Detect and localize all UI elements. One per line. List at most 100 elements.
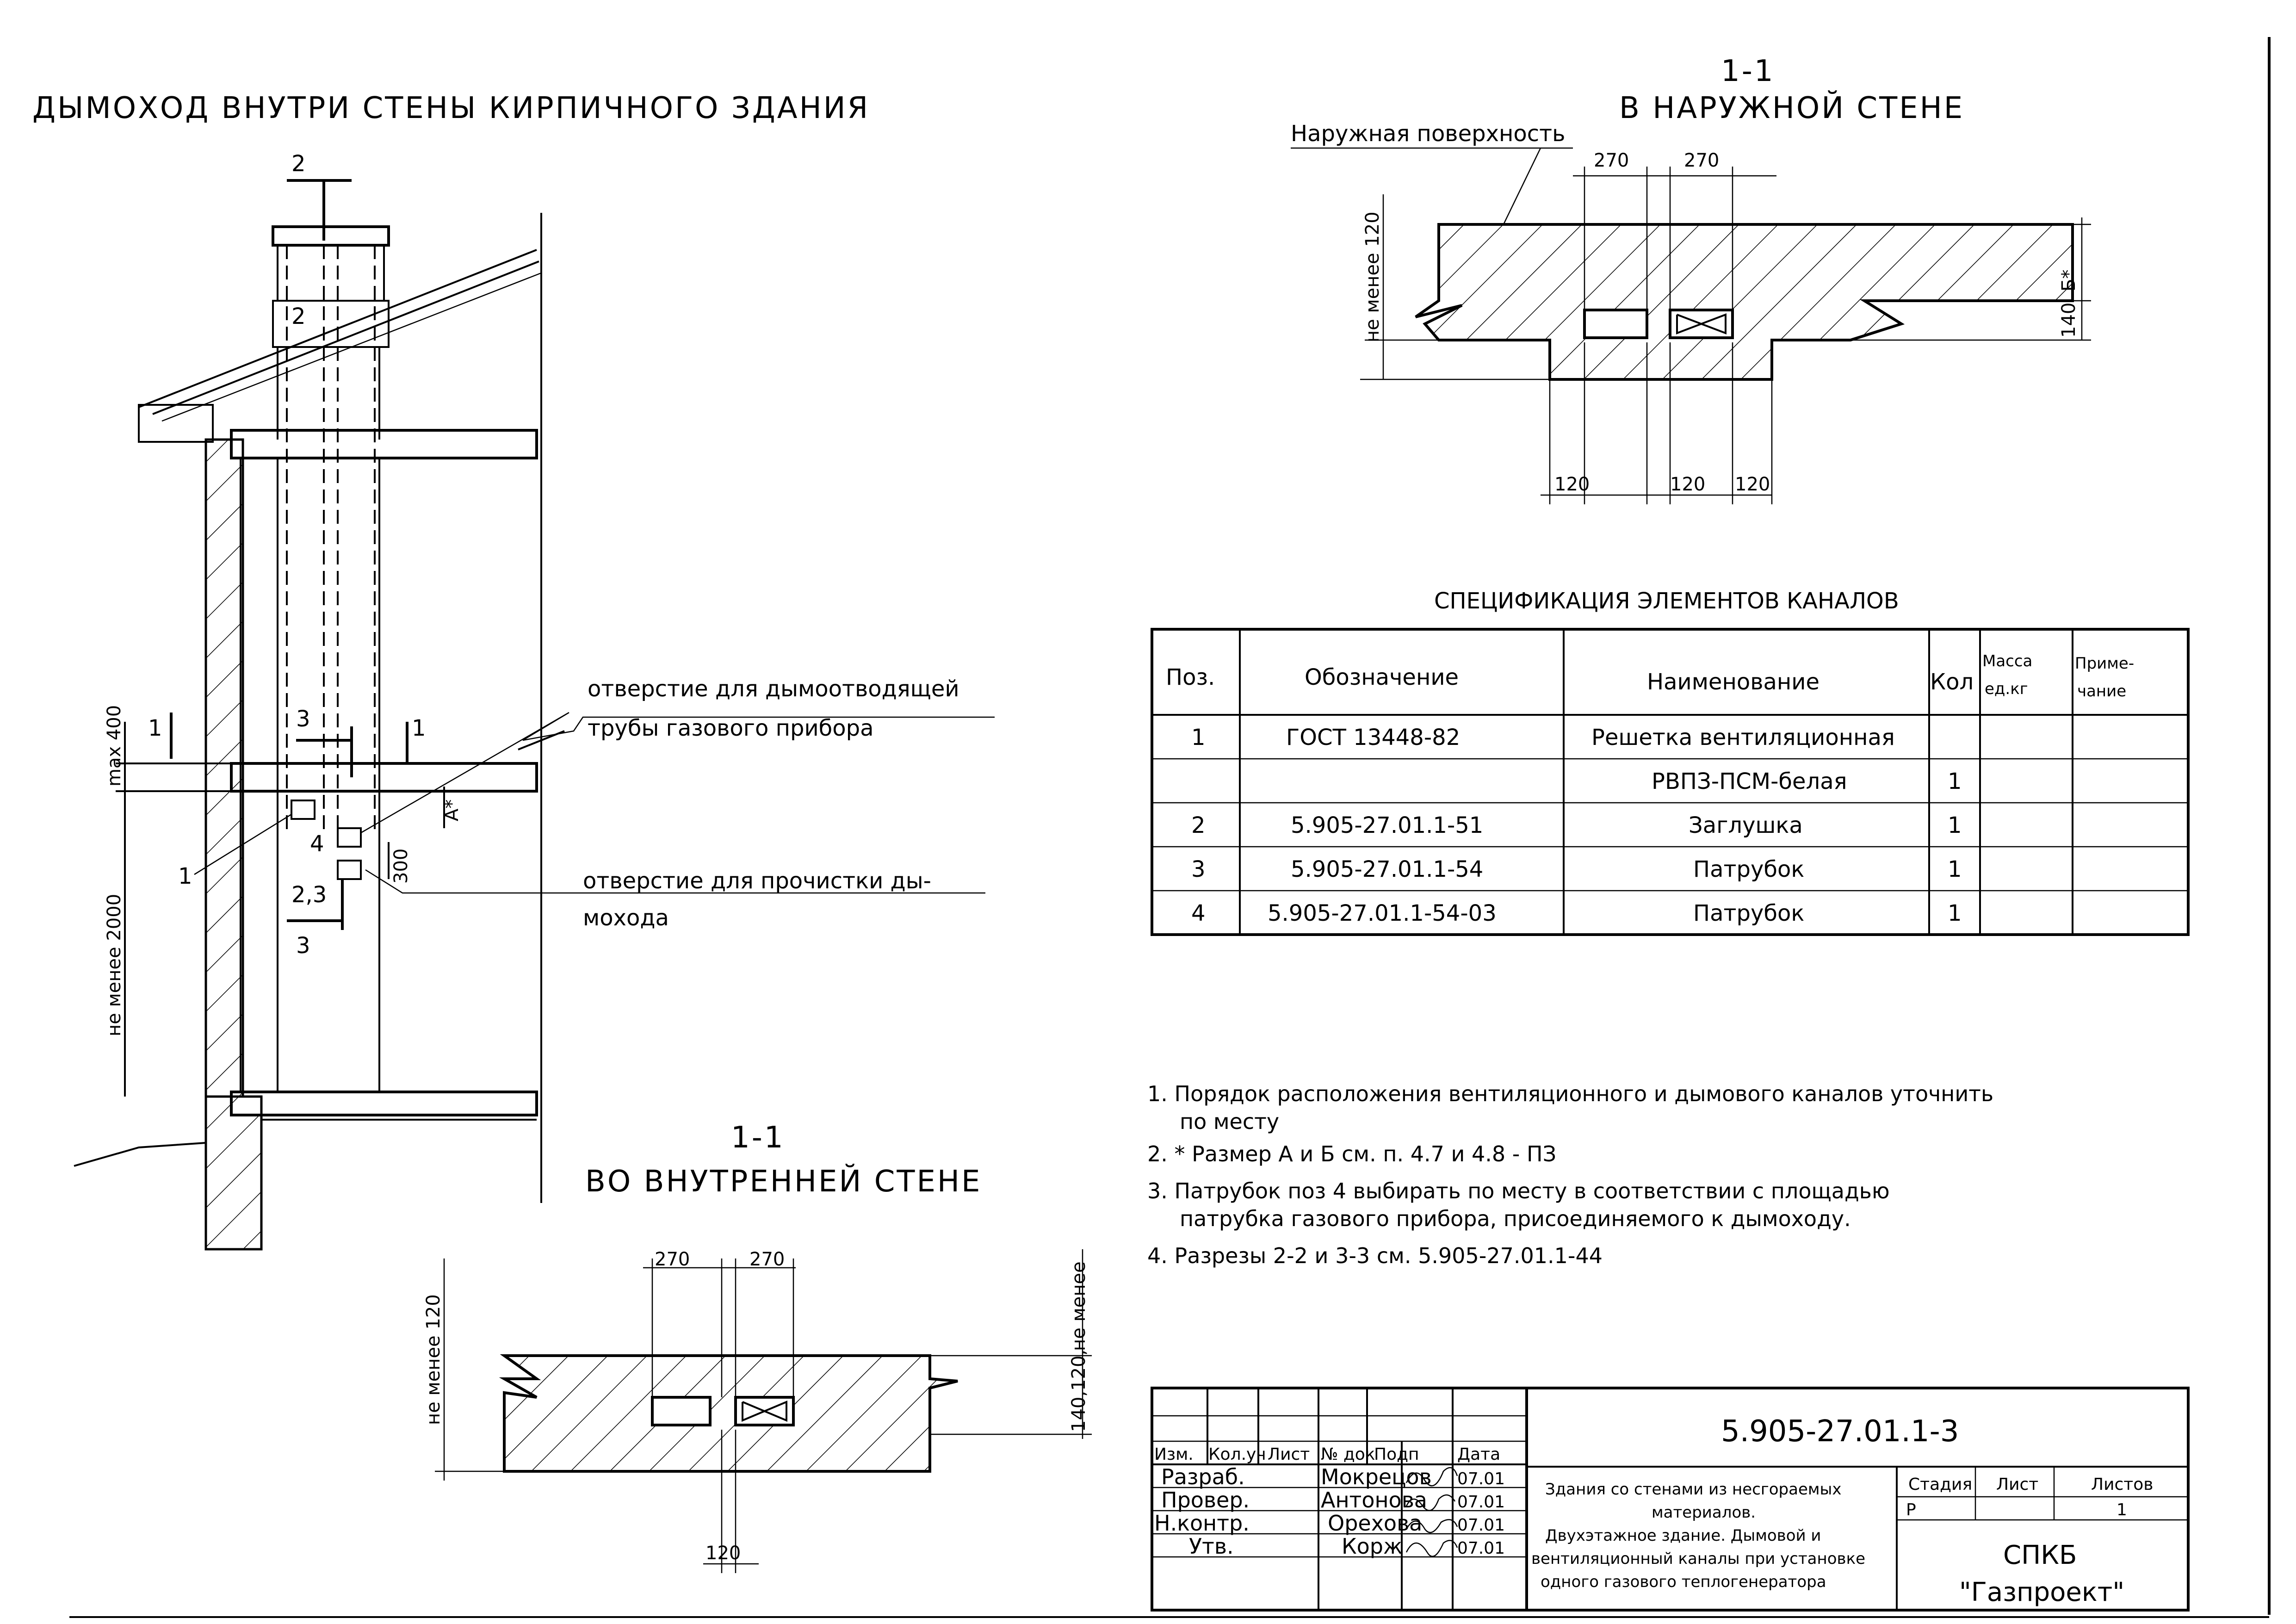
spec-header-qty: Кол (1930, 669, 1974, 695)
label-clean-hole-2: мохода (583, 905, 669, 931)
stamp-sheet-header: Лист (1996, 1475, 2038, 1494)
grille-opening (291, 800, 316, 820)
outer-dim-270a: 270 (1594, 150, 1629, 171)
pos-23-label: 2,3 (291, 882, 327, 908)
stamp-date: 07.01 (1457, 1493, 1505, 1512)
spec-cell-name: Патрубок (1693, 856, 1804, 882)
section-3-label-b: 3 (296, 933, 310, 959)
inner-section-title: ВО ВНУТРЕННЕЙ СТЕНЕ (585, 1164, 982, 1199)
outer-section-mark: 1-1 (1721, 54, 1775, 88)
stamp-name: Орехова (1328, 1511, 1422, 1536)
outer-section-drawing (1360, 167, 2091, 504)
title-block-border (1151, 1387, 2190, 1612)
stamp-role-2: Провер. Антонова 07.01 (1161, 1488, 1505, 1512)
stamp-date: 07.01 (1457, 1516, 1505, 1535)
inner-dim-270b: 270 (749, 1249, 785, 1270)
spec-row-1: 1 ГОСТ 13448-82 Решетка вентиляционная (1191, 725, 1895, 750)
outer-dim-270b: 270 (1684, 150, 1719, 171)
signature-4 (1405, 1540, 1458, 1557)
stamp-role-1: Разраб. Мокрецов 07.01 (1161, 1464, 1505, 1489)
inner-dim-min120: не менее 120 (423, 1294, 444, 1425)
outer-dim-min120: не менее 120 (1362, 211, 1383, 342)
outer-surface-label: Наружная поверхность (1291, 121, 1565, 147)
note-2: 2. * Размер А и Б см. п. 4.7 и 4.8 - ПЗ (1147, 1141, 1556, 1166)
signature-1 (1405, 1467, 1458, 1487)
stamp-org-2: "Газпроект" (1959, 1577, 2124, 1607)
title-block (1151, 1387, 2190, 1612)
inner-section-drawing (435, 1249, 1092, 1573)
section-2-label-b: 2 (291, 304, 306, 329)
section-3-label: 3 (296, 706, 310, 732)
leader-clean (365, 869, 985, 894)
label-clean-hole: отверстие для прочистки ды- (583, 868, 931, 894)
stamp-name: Мокрецов (1321, 1464, 1432, 1489)
stamp-role-4: Утв. Корж 07.01 (1189, 1534, 1505, 1559)
inner-section-mark: 1-1 (731, 1121, 785, 1155)
inner-dim-min-right: не менее (1068, 1261, 1089, 1351)
spec-cell-designation: ГОСТ 13448-82 (1286, 725, 1460, 750)
inner-dim-120: 120 (706, 1543, 741, 1564)
stamp-desc-2: материалов. (1652, 1503, 1756, 1522)
spec-row-2: РВПЗ-ПСМ-белая 1 (1652, 769, 1962, 794)
outer-dim-120a: 120 (1554, 474, 1590, 495)
stamp-doc-code: 5.905-27.01.1-3 (1721, 1414, 1959, 1449)
section-1-label-right: 1 (412, 715, 426, 741)
spec-header-note-2: чание (2077, 682, 2126, 700)
elevation-drawing: 2 2 3 3 1 1 4 1 2,3 max 400 не менее 200… (74, 151, 995, 1251)
stamp-h-list: Лист (1268, 1445, 1310, 1464)
stamp-org: СПКБ (2003, 1540, 2077, 1570)
spec-header-designation: Обозначение (1305, 664, 1459, 690)
outer-vent-channel (1583, 309, 1648, 339)
ground-slab (230, 1091, 538, 1116)
spec-header-mass-2: ед.кг (1985, 680, 2028, 698)
stamp-desc-5: одного газового теплогенератора (1541, 1573, 1826, 1591)
spec-header-name: Наименование (1647, 669, 1819, 695)
spec-cell-qty: 1 (1948, 900, 1962, 926)
spec-row-3: 2 5.905-27.01.1-51 Заглушка 1 (1191, 812, 1962, 838)
stamp-stage-header: Стадия (1908, 1475, 1972, 1494)
spec-cell-pos: 2 (1191, 812, 1206, 838)
spec-header-mass: Масса (1982, 652, 2032, 670)
spec-cell-qty: 1 (1948, 856, 1962, 882)
spec-cell-qty: 1 (1948, 769, 1962, 794)
stamp-role: Разраб. (1161, 1464, 1245, 1489)
stamp-date: 07.01 (1457, 1539, 1505, 1558)
spec-cell-pos: 4 (1191, 900, 1206, 926)
spec-cell-pos: 3 (1191, 856, 1206, 882)
spec-row-4: 3 5.905-27.01.1-54 Патрубок 1 (1191, 856, 1962, 882)
outer-wall-hatch (1415, 223, 2074, 381)
spec-table-border (1151, 628, 2190, 936)
spec-cell-name: Заглушка (1689, 812, 1803, 838)
inner-vent-channel (651, 1396, 712, 1426)
note-3: 3. Патрубок поз 4 выбирать по месту в со… (1147, 1178, 1890, 1203)
dim-a: А* (441, 800, 463, 821)
spec-row-5: 4 5.905-27.01.1-54-03 Патрубок 1 (1191, 900, 1962, 926)
outer-dim-120c: 120 (1735, 474, 1770, 495)
spec-cell-name: РВПЗ-ПСМ-белая (1652, 769, 1847, 794)
stamp-role-3: Н.контр. Орехова 07.01 (1154, 1511, 1505, 1536)
spec-table (1151, 628, 2190, 936)
stamp-date: 07.01 (1457, 1469, 1505, 1488)
spec-cell-pos: 1 (1191, 725, 1206, 750)
note-1: 1. Порядок расположения вентиляционного … (1147, 1081, 1993, 1106)
stamp-name: Корж (1342, 1534, 1402, 1559)
spec-cell-name: Решетка вентиляционная (1591, 725, 1895, 750)
stamp-h-data: Дата (1457, 1445, 1500, 1464)
outer-dim-120b: 120 (1670, 474, 1705, 495)
stamp-signatures (1405, 1467, 1458, 1557)
flue-pipe-opening (337, 827, 362, 848)
inner-dim-140-120: 140,120, (1068, 1350, 1089, 1432)
stamp-h-ndok: № док (1321, 1445, 1375, 1464)
spec-cell-name: Патрубок (1693, 900, 1804, 926)
note-3-cont: патрубка газового прибора, присоединяемо… (1180, 1206, 1851, 1231)
stamp-role: Утв. (1189, 1534, 1234, 1559)
stamp-h-kol: Кол.уч (1208, 1445, 1266, 1464)
cleaning-opening (337, 860, 362, 880)
inner-dim-270a: 270 (655, 1249, 690, 1270)
spec-header-pos: Поз. (1166, 664, 1215, 690)
ground-line (74, 1142, 206, 1167)
signature-2 (1405, 1494, 1456, 1511)
spec-cell-designation: 5.905-27.01.1-54 (1291, 856, 1483, 882)
chimney-cap (272, 225, 390, 247)
